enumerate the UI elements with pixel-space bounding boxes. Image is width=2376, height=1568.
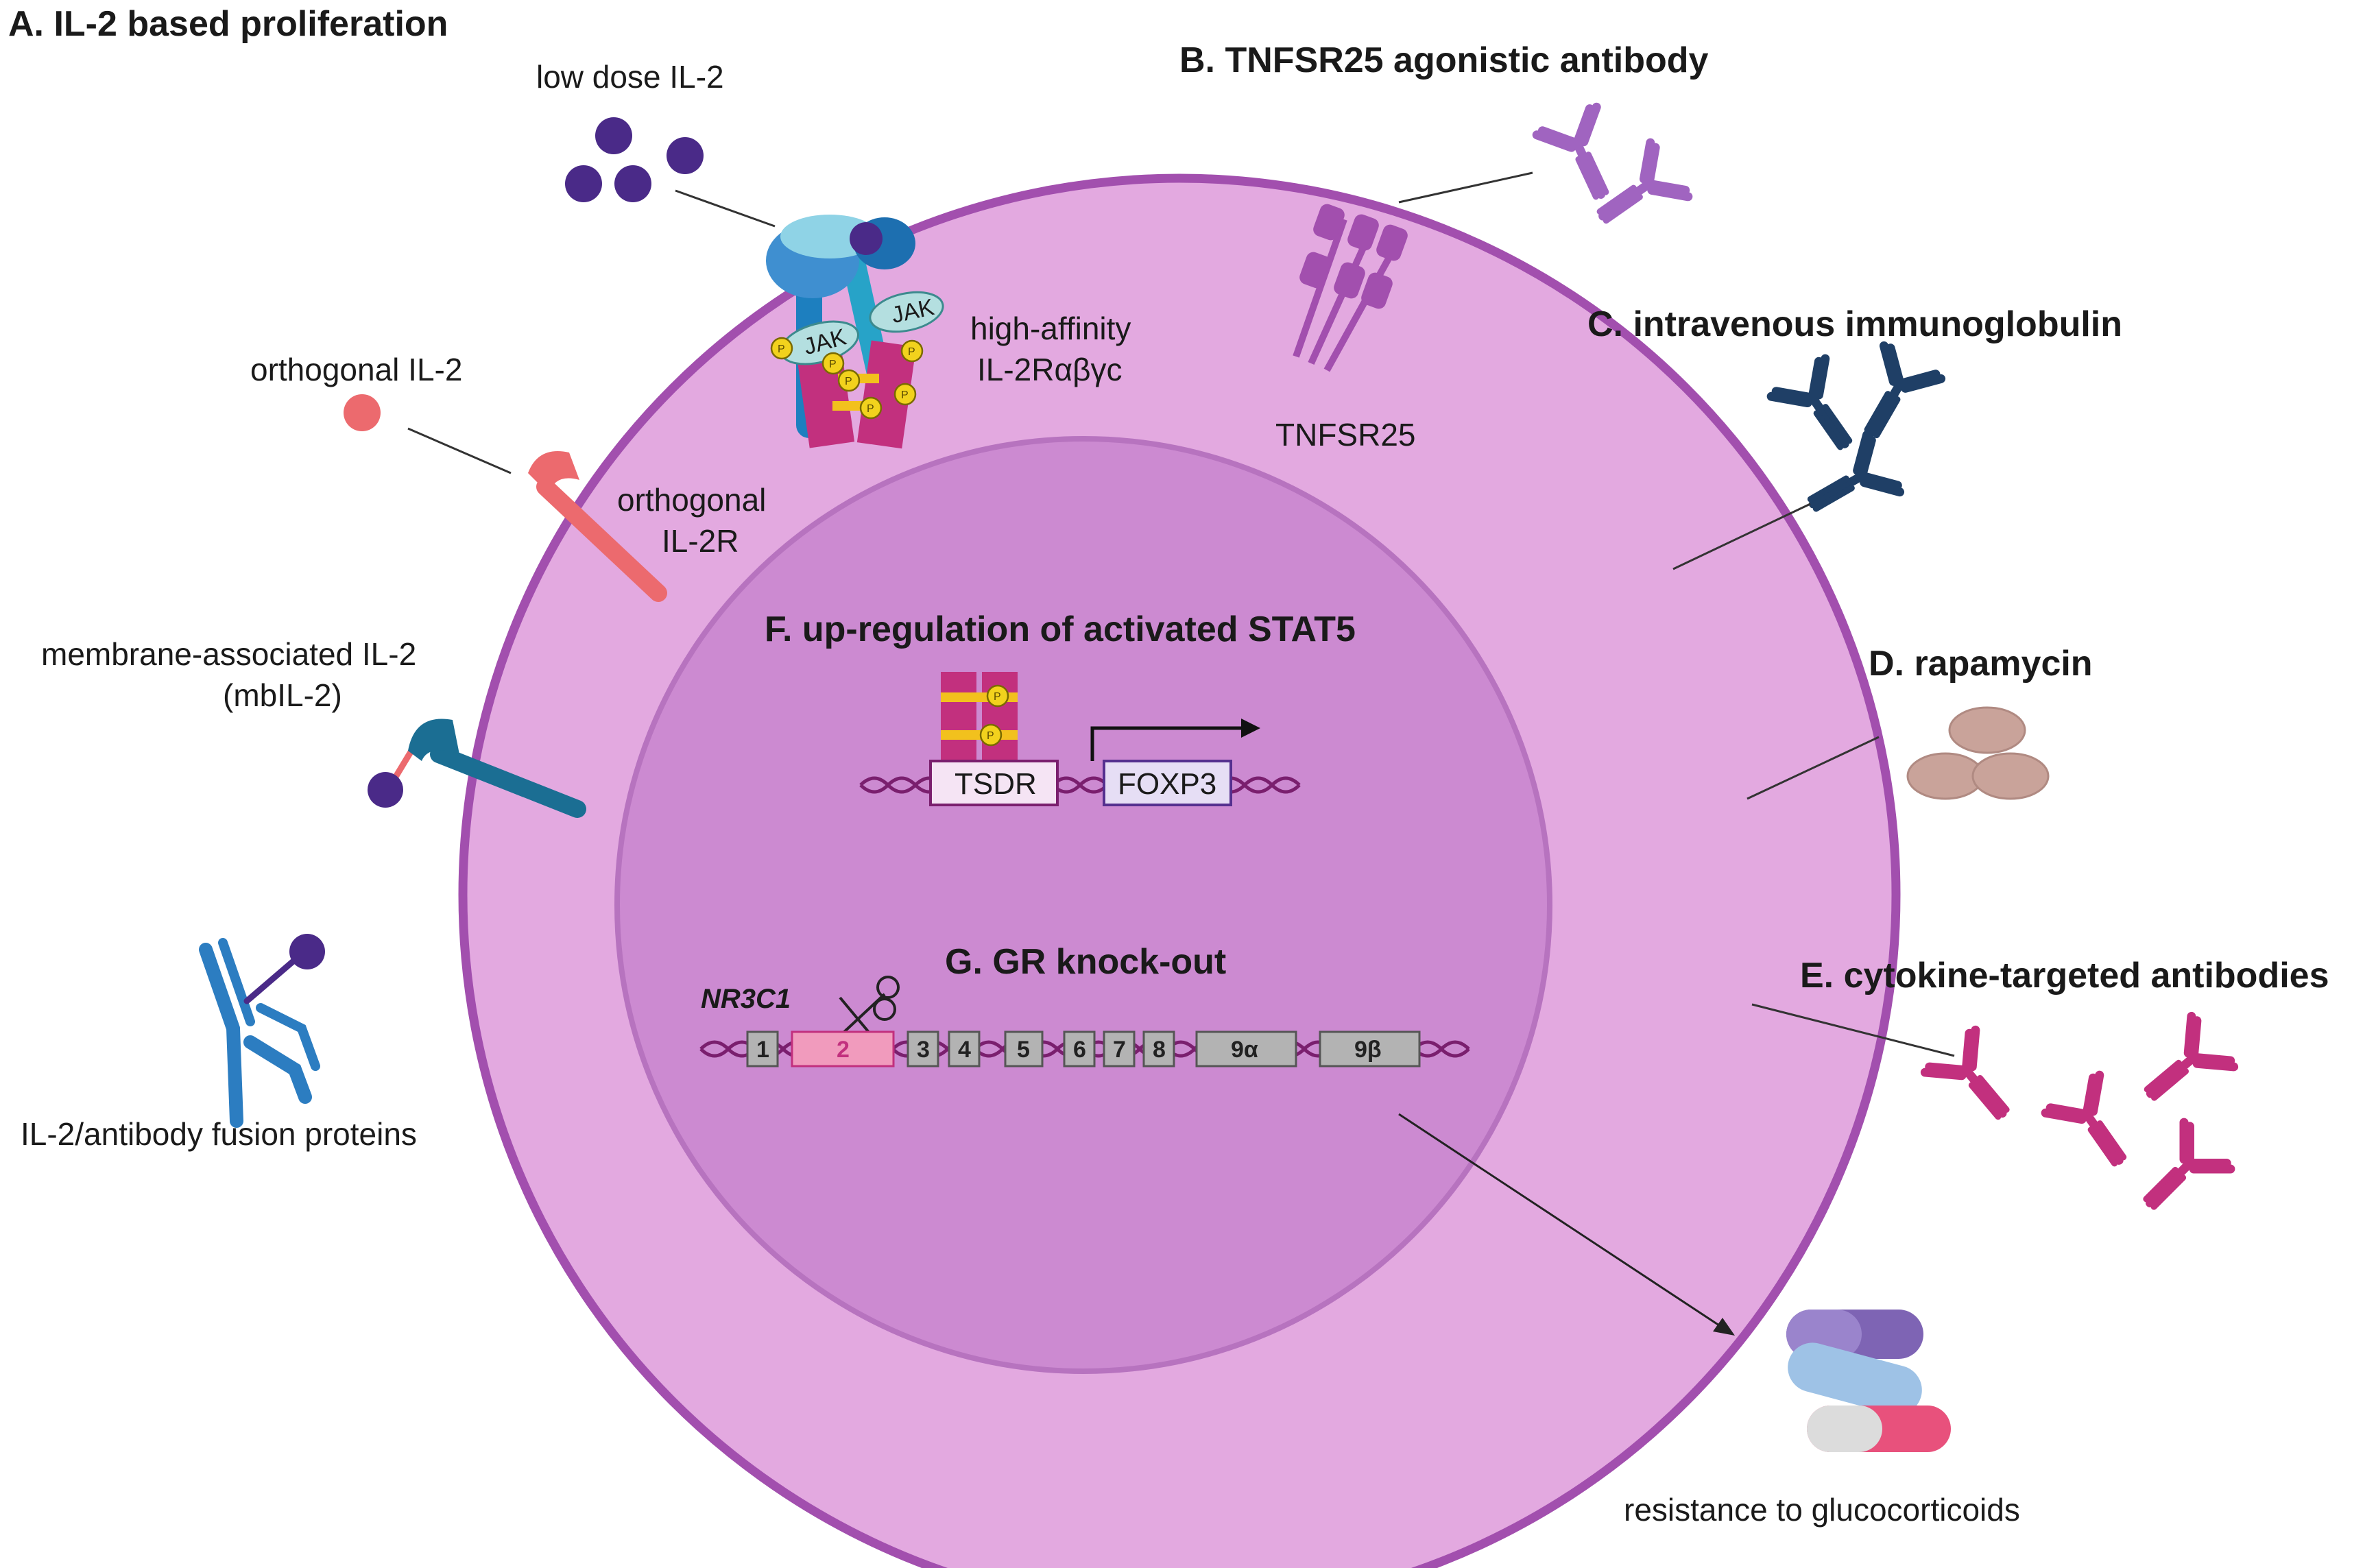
phospho-label-4: P: [867, 403, 874, 415]
exon-4-box: [948, 1030, 981, 1068]
panel-b-title: B. TNFSR25 agonistic antibody: [1179, 40, 1708, 80]
orthogonal-il2-receptor: [528, 451, 667, 602]
mbil2-construct: [368, 719, 586, 818]
phospho-label-5: P: [901, 389, 909, 401]
mbil2-label-2: (mbIL-2): [223, 677, 342, 713]
exon-9b-label: 9β: [1354, 1037, 1382, 1063]
panel-c-title: C. intravenous immunoglobulin: [1587, 304, 2122, 344]
orthogonal-il2r-label-2: IL-2R: [662, 523, 739, 559]
orthogonal-arrow: [407, 427, 512, 474]
tnfsr25-arrow: [1398, 171, 1533, 204]
fusion-label: IL-2/antibody fusion proteins: [21, 1116, 417, 1152]
phospho-label-3: P: [845, 376, 852, 387]
orthogonal-il2r-label-1: orthogonal: [617, 482, 766, 518]
foxp3-label: FOXP3: [1118, 767, 1216, 801]
ivig-antibodies: [1771, 345, 1942, 533]
tnfsr25-receptor: [1293, 204, 1408, 372]
high-affinity-label-2: IL-2Rαβγc: [977, 352, 1123, 387]
phospho-label-7: P: [987, 730, 994, 742]
exon-7-label: 7: [1113, 1037, 1126, 1063]
gene-label: NR3C1: [701, 984, 791, 1014]
panel-f-title: F. up-regulation of activated STAT5: [765, 610, 1356, 649]
phospho-label-2: P: [908, 346, 915, 358]
rapamycin-arrow: [1747, 736, 1880, 800]
transcription-arrow: [1090, 719, 1260, 761]
cytokine-antibodies: [1924, 1015, 2235, 1226]
il2-antibody-fusion: [199, 934, 325, 1128]
phospho-label-1: P: [829, 359, 837, 370]
cytokine-arrow: [1751, 1003, 1955, 1057]
rapamycin-pills: [1906, 706, 2050, 800]
foxp3-box: [1103, 760, 1232, 806]
exon-9a-box: [1195, 1030, 1297, 1068]
phospho-label-0: P: [778, 343, 785, 355]
exon-4-label: 4: [958, 1037, 971, 1063]
panel-g-title: G. GR knock-out: [945, 942, 1226, 982]
tnfsr25-label: TNFSR25: [1275, 417, 1415, 453]
glucocorticoid-arrow: [1398, 1113, 1722, 1328]
exon-8-box: [1142, 1030, 1175, 1068]
il2-arrow: [675, 189, 776, 228]
low-dose-il2-label: low dose IL-2: [536, 59, 724, 95]
orthogonal-il2-label: orthogonal IL-2: [250, 352, 462, 387]
exon-7-box: [1103, 1030, 1136, 1068]
mbil2-label-1: membrane-associated IL-2: [41, 636, 416, 672]
orthogonal-il2-molecule: [344, 394, 381, 431]
ivig-arrow: [1672, 503, 1811, 570]
exon-2-label: 2: [837, 1037, 850, 1063]
il2-molecules: [565, 117, 704, 202]
exon-6-label: 6: [1073, 1037, 1086, 1063]
panel-d-title: D. rapamycin: [1869, 644, 2093, 684]
exon-5-box: [1004, 1030, 1044, 1068]
exon-1-label: 1: [756, 1037, 769, 1063]
exon-3-box: [907, 1030, 939, 1068]
exon-1-box: [746, 1030, 779, 1068]
panel-a-title: A. IL-2 based proliferation: [8, 4, 448, 44]
exon-9b-box: [1319, 1030, 1421, 1068]
tnfsr25-agonist-antibodies: [1536, 106, 1689, 243]
glucocorticoid-arrowhead: [1713, 1318, 1735, 1336]
exon-2-box: [791, 1030, 895, 1068]
glucocorticoid-capsules: [1786, 1310, 1951, 1452]
phospho-label-6: P: [994, 691, 1001, 703]
nucleus: [614, 436, 1552, 1374]
exon-5-label: 5: [1017, 1037, 1030, 1063]
tsdr-box: [929, 760, 1059, 806]
exon-3-label: 3: [917, 1037, 930, 1063]
exon-6-box: [1063, 1030, 1096, 1068]
high-affinity-label-1: high-affinity: [970, 311, 1131, 346]
stat5-dimer: PP: [941, 672, 1018, 761]
exon-8-label: 8: [1153, 1037, 1166, 1063]
resistance-label: resistance to glucocorticoids: [1624, 1492, 2020, 1528]
exon-boxes: [746, 1030, 1421, 1068]
exon-9a-label: 9α: [1231, 1037, 1258, 1063]
panel-e-title: E. cytokine-targeted antibodies: [1800, 956, 2329, 996]
tsdr-label: TSDR: [955, 767, 1037, 801]
